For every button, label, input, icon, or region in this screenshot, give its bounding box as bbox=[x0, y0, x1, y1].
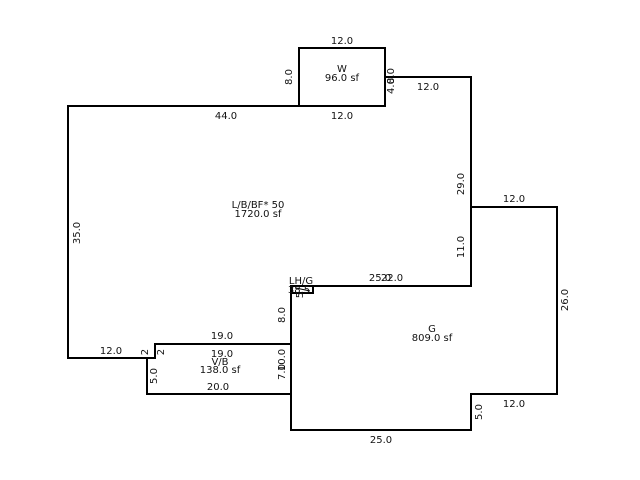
dim-vb-right-b: 10.0 bbox=[277, 349, 288, 371]
dim-g-notch: 5.0 bbox=[474, 404, 485, 420]
room-g-outline bbox=[290, 206, 558, 431]
dim-g-left: 8.0 bbox=[277, 307, 288, 323]
dim-w-top: 12.0 bbox=[331, 36, 353, 47]
room-g-name: G bbox=[428, 324, 436, 335]
dim-lb-top-left: 44.0 bbox=[215, 111, 237, 122]
dim-lh-small: 5 bbox=[295, 292, 306, 298]
room-g-area: 809.0 sf bbox=[412, 333, 453, 344]
dim-lb-step-b: 2 bbox=[156, 349, 167, 355]
dim-g-bottom-right: 12.0 bbox=[503, 399, 525, 410]
dim-g-top-right: 12.0 bbox=[503, 194, 525, 205]
room-w-area: 96.0 sf bbox=[325, 73, 360, 84]
dim-lb-top-right: 12.0 bbox=[417, 82, 439, 93]
dim-w-right: 4.0 bbox=[386, 78, 397, 94]
dim-g-bottom: 25.0 bbox=[370, 435, 392, 446]
room-lh-area: 38.5 bbox=[288, 285, 310, 296]
room-vb-area: 138.0 sf bbox=[200, 365, 241, 376]
dim-w-bottom: 12.0 bbox=[331, 111, 353, 122]
dim-vb-bottom: 20.0 bbox=[207, 382, 229, 393]
room-lb-name: L/B/BF* 50 bbox=[232, 200, 285, 211]
dim-lb-step-a: 2 bbox=[140, 349, 151, 355]
dim-vb-top-out: 19.0 bbox=[211, 331, 233, 342]
dim-lb-bottom-left: 12.0 bbox=[100, 346, 122, 357]
dim-w-right-b: 8.0 bbox=[386, 68, 397, 84]
dim-w-left: 8.0 bbox=[284, 69, 295, 85]
dim-lb-left: 35.0 bbox=[72, 222, 83, 244]
room-w-name: W bbox=[337, 64, 347, 75]
dim-lb-right-upper: 29.0 bbox=[456, 173, 467, 195]
room-vb-outline bbox=[146, 343, 292, 395]
room-lh-outline bbox=[291, 285, 314, 294]
dim-vb-right: 7.0 bbox=[277, 364, 288, 380]
room-lh-name: LH/G bbox=[289, 276, 313, 287]
room-lb-area: 1720.0 sf bbox=[235, 209, 282, 220]
room-vb-name: V/B bbox=[211, 357, 228, 368]
dim-lb-right-lower: 11.0 bbox=[456, 236, 467, 258]
dim-lb-bottom-join-b: 22.0 bbox=[381, 273, 403, 284]
dim-vb-left: 5.0 bbox=[149, 368, 160, 384]
dim-vb-top-in: 19.0 bbox=[211, 349, 233, 360]
dim-lb-bottom-join: 25.0 bbox=[369, 273, 391, 284]
room-lh-hatch bbox=[295, 287, 311, 292]
dim-g-right: 26.0 bbox=[560, 289, 571, 311]
